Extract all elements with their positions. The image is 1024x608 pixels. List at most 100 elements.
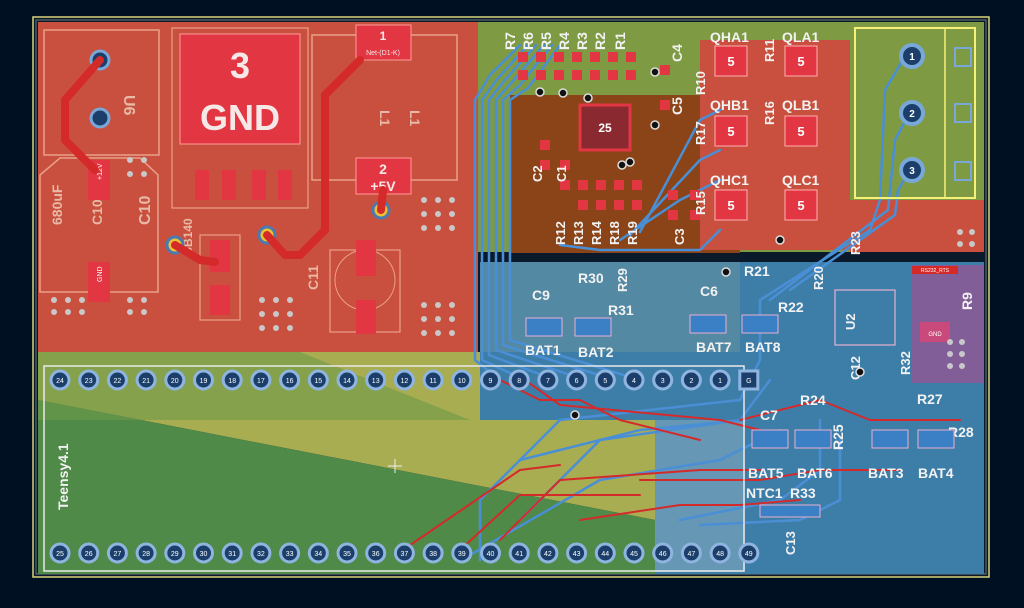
pad-strip-2[interactable]: [222, 170, 236, 200]
teensy-bottom-pin-pad[interactable]: [250, 542, 272, 564]
svg-text:R21: R21: [744, 263, 770, 279]
teensy-top-pin-pad[interactable]: [422, 369, 444, 391]
c11-pad2[interactable]: [356, 300, 376, 334]
teensy-top-pin-pad[interactable]: [135, 369, 157, 391]
c10-pad2-label: GND: [97, 266, 104, 282]
teensy-bottom-pin-pad[interactable]: [709, 542, 731, 564]
c11-pad1[interactable]: [356, 240, 376, 276]
teensy-bottom-pin-pad[interactable]: [164, 542, 186, 564]
teensy-top-pin-pad[interactable]: [336, 369, 358, 391]
teensy-bottom-pin-pad[interactable]: [566, 542, 588, 564]
pad3-gnd[interactable]: [179, 33, 301, 145]
mosfet-pad-numbers: 5 5 5 5 5 5: [727, 54, 804, 213]
teensy-bottom-pin-pad[interactable]: [594, 542, 616, 564]
teensy-bottom-pin-pad[interactable]: [623, 542, 645, 564]
misc-vias: [535, 67, 865, 420]
teensy-top-pin-pad[interactable]: [250, 369, 272, 391]
teensy-bottom-pin-pad[interactable]: [480, 542, 501, 564]
svg-text:R32: R32: [898, 351, 913, 375]
teensy-top-pin-number: 24: [56, 378, 64, 385]
teensy-bottom-pin-pad[interactable]: [78, 542, 100, 564]
c10-pad2[interactable]: [88, 262, 110, 302]
mosfet-pads[interactable]: [714, 45, 818, 221]
teensy-top-pin-pad[interactable]: [193, 369, 214, 391]
teensy-top-pin-pad[interactable]: [279, 369, 301, 391]
connector-j1-tabs: [954, 47, 972, 181]
teensy-bottom-pin-number: 34: [314, 551, 322, 558]
pad-strip-1[interactable]: [195, 170, 209, 200]
teensy-top-pin-pad[interactable]: [221, 369, 243, 391]
teensy-top-pin-pad[interactable]: [680, 369, 702, 391]
ic-center-label: 25: [598, 121, 612, 135]
teensy-top-pin-pad[interactable]: [566, 369, 588, 391]
r9-pad[interactable]: [920, 322, 950, 342]
teensy-bottom-pin-pad[interactable]: [393, 542, 415, 564]
teensy-top-pin-pad[interactable]: [106, 369, 128, 391]
teensy-bottom-pin-pad[interactable]: [422, 542, 444, 564]
teensy-top-pin-pad[interactable]: [594, 369, 616, 391]
teensy-top-pin-pad[interactable]: [307, 369, 329, 391]
teensy-bottom-pin-pad[interactable]: [106, 542, 128, 564]
bat-pads[interactable]: [525, 314, 955, 518]
c10-pad1-label: +12V: [97, 163, 104, 180]
svg-text:5: 5: [797, 198, 804, 213]
c10-label: C10: [89, 199, 105, 225]
teensy-bottom-pin-number: 41: [515, 551, 523, 558]
bat-mid-labels: C6 BAT7 BAT8: [696, 283, 781, 355]
small-gray-pads: [51, 157, 975, 369]
teensy-bottom-pin-pad[interactable]: [135, 542, 157, 564]
r9-small-pad[interactable]: [912, 266, 958, 274]
teensy-top-pin-pad[interactable]: [508, 369, 530, 391]
zone-green-diagonal: [38, 400, 655, 574]
teensy-top-pin-number: 22: [114, 378, 122, 385]
teensy-top-pin-pad[interactable]: [393, 369, 415, 391]
teensy-top-pin-pad[interactable]: [365, 369, 387, 391]
smd-pads-top: [518, 52, 700, 220]
teensy-bottom-pin-pad[interactable]: [221, 542, 243, 564]
teensy-bottom-pin-pad[interactable]: [193, 542, 214, 564]
pad-strip-4[interactable]: [278, 170, 292, 200]
teensy-bottom-pin-pad[interactable]: [680, 542, 702, 564]
pad-strip-3[interactable]: [252, 170, 266, 200]
teensy-bottom-pin-pad[interactable]: [365, 542, 387, 564]
teensy-bottom-pin-pad[interactable]: [652, 542, 674, 564]
teensy-top-pin-pad[interactable]: [738, 369, 760, 391]
teensy-bottom-pin-pad[interactable]: [508, 542, 530, 564]
teensy-top-pin-pad[interactable]: [49, 369, 71, 391]
r9-small-label: RS232_RTS: [921, 268, 950, 274]
teensy-bottom-pin-pad[interactable]: [279, 542, 301, 564]
connector-j1-pins[interactable]: [899, 43, 925, 183]
svg-text:BAT4: BAT4: [918, 465, 954, 481]
c11-label: C11: [305, 265, 321, 290]
teensy-top-pin-pad[interactable]: [78, 369, 100, 391]
teensy-bottom-pin-number: 40: [487, 551, 495, 558]
teensy-top-pin-number: 4: [632, 378, 636, 385]
u6-outline: [43, 29, 160, 156]
sb140-pad2[interactable]: [210, 285, 230, 315]
ic-u1[interactable]: [578, 103, 632, 152]
teensy-top-pin-number: 11: [429, 378, 436, 385]
teensy-top-pin-pad[interactable]: [623, 369, 645, 391]
svg-text:C7: C7: [760, 407, 778, 423]
teensy-bottom-pin-pad[interactable]: [537, 542, 559, 564]
teensy-top-pin-pad[interactable]: [480, 369, 501, 391]
teensy-top-pin-pad[interactable]: [451, 369, 473, 391]
teensy-bottom-pin-pad[interactable]: [451, 542, 473, 564]
teensy-bottom-pin-pad[interactable]: [738, 542, 760, 564]
svg-text:R15: R15: [693, 191, 708, 215]
sb140-pad1[interactable]: [210, 240, 230, 272]
teensy-top-pin-pad[interactable]: [164, 369, 186, 391]
teensy-top-pin-pad[interactable]: [652, 369, 674, 391]
teensy-bottom-pin-pad[interactable]: [307, 542, 329, 564]
teensy-top-pin-pad[interactable]: [537, 369, 559, 391]
pad1-net[interactable]: [355, 24, 412, 61]
teensy-bottom-pin-number: 39: [458, 551, 466, 558]
teensy-top-pin-number: 7: [546, 378, 550, 385]
teensy-top-pin-number: 17: [257, 378, 265, 385]
teensy-bottom-pin-pad[interactable]: [49, 542, 71, 564]
teensy-top-pin-pad[interactable]: [709, 369, 731, 391]
teensy-bottom-pin-number: 37: [401, 551, 409, 558]
teensy-bottom-pin-pad[interactable]: [336, 542, 358, 564]
